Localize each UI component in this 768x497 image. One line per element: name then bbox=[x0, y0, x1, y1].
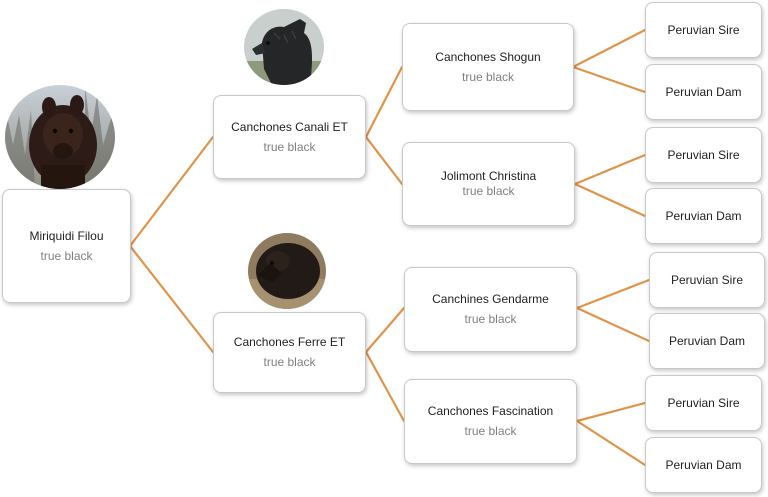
great-grandparent-label: Peruvian Sire bbox=[667, 147, 740, 162]
dam-dam-color: true black bbox=[464, 424, 517, 438]
great-grandparent-label: Peruvian Sire bbox=[670, 272, 744, 287]
dam-sire-name: Canchines Gendarme bbox=[432, 292, 549, 306]
connector-line bbox=[573, 182, 647, 218]
great-grandparent-label: Peruvian Dam bbox=[665, 457, 742, 472]
connector-line bbox=[573, 153, 647, 186]
sire-name: Canchones Canali ET bbox=[231, 119, 348, 134]
great-grandparent-card[interactable]: Peruvian Sire bbox=[645, 127, 762, 183]
connector-line bbox=[571, 28, 647, 69]
sire-sire-color: true black bbox=[461, 69, 515, 84]
dam-dam-card[interactable]: Canchones Fascination true black bbox=[404, 379, 577, 464]
great-grandparent-card[interactable]: Peruvian Dam bbox=[645, 437, 762, 493]
connector-line bbox=[364, 350, 406, 423]
connector-line bbox=[128, 135, 215, 248]
sire-sire-name: Canchones Shogun bbox=[435, 49, 541, 64]
dam-color: true black bbox=[263, 355, 316, 369]
dam-card[interactable]: Canchones Ferre ET true black bbox=[213, 312, 366, 393]
connector-line bbox=[575, 278, 651, 310]
great-grandparent-card[interactable]: Peruvian Sire bbox=[645, 375, 762, 431]
connector-line bbox=[364, 306, 406, 354]
alpaca-portrait-icon bbox=[244, 9, 324, 85]
connector-line bbox=[575, 419, 647, 467]
connector-line bbox=[571, 65, 647, 94]
great-grandparent-card[interactable]: Peruvian Dam bbox=[645, 188, 762, 244]
great-grandparent-card[interactable]: Peruvian Sire bbox=[649, 252, 765, 308]
great-grandparent-card[interactable]: Peruvian Dam bbox=[645, 64, 762, 120]
dam-dam-name: Canchones Fascination bbox=[427, 404, 554, 418]
sire-dam-name: Jolimont Christina bbox=[440, 169, 537, 183]
subject-name: Miriquidi Filou bbox=[29, 228, 104, 243]
sire-color: true black bbox=[263, 139, 316, 154]
sire-dam-color: true black bbox=[462, 184, 515, 198]
great-grandparent-label: Peruvian Dam bbox=[665, 208, 742, 223]
dam-sire-card[interactable]: Canchines Gendarme true black bbox=[404, 267, 577, 352]
great-grandparent-card[interactable]: Peruvian Dam bbox=[649, 313, 765, 369]
dam-name: Canchones Ferre ET bbox=[233, 335, 346, 349]
sire-card[interactable]: Canchones Canali ET true black bbox=[213, 95, 366, 179]
connector-line bbox=[364, 135, 404, 186]
subject-card[interactable]: Miriquidi Filou true black bbox=[2, 189, 131, 303]
sire-sire-card[interactable]: Canchones Shogun true black bbox=[402, 23, 574, 111]
great-grandparent-card[interactable]: Peruvian Sire bbox=[645, 2, 762, 58]
great-grandparent-label: Peruvian Dam bbox=[665, 84, 742, 99]
sire-dam-card[interactable]: Jolimont Christina true black bbox=[402, 142, 575, 226]
great-grandparent-label: Peruvian Dam bbox=[668, 333, 746, 348]
connector-line bbox=[575, 401, 647, 423]
subject-color: true black bbox=[40, 248, 93, 263]
connector-line bbox=[575, 306, 651, 343]
great-grandparent-label: Peruvian Sire bbox=[667, 22, 740, 37]
connector-line bbox=[364, 65, 404, 139]
great-grandparent-label: Peruvian Sire bbox=[667, 395, 740, 410]
alpaca-portrait-icon bbox=[248, 233, 326, 309]
alpaca-portrait-icon bbox=[5, 85, 115, 189]
connector-line bbox=[128, 244, 215, 354]
dam-sire-color: true black bbox=[464, 312, 517, 326]
